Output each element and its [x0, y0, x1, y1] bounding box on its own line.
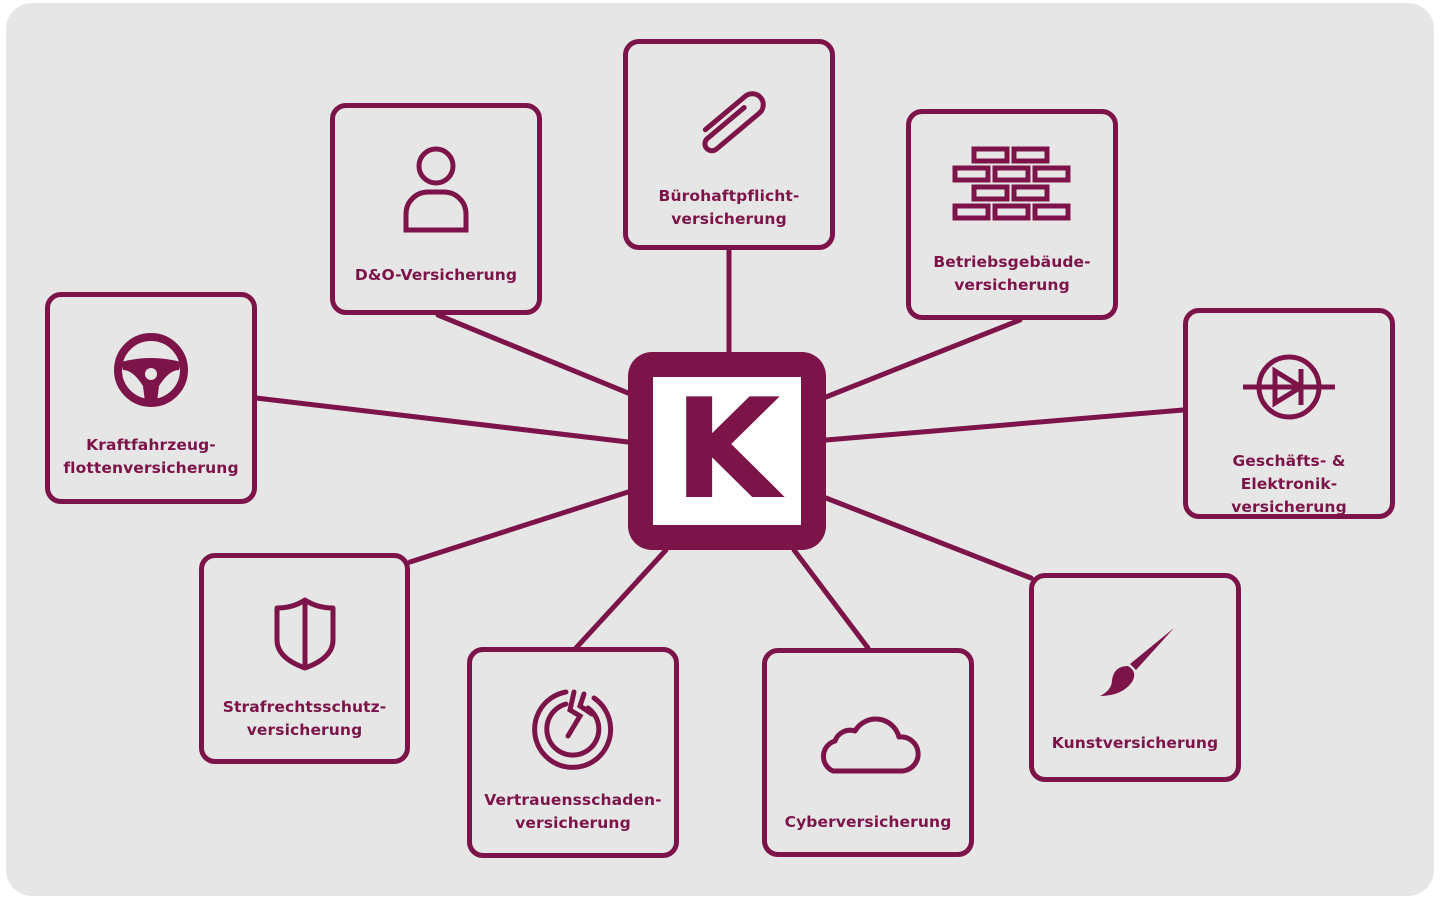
node-label: Cyberversicherung [784, 813, 952, 831]
node-dno[interactable]: D&O-Versicherung [330, 103, 542, 315]
broken-ring-icon [532, 689, 614, 770]
node-vertrauen[interactable]: Vertrauensschaden- versicherung [467, 647, 679, 858]
node-buero[interactable]: Bürohaftpflicht- versicherung [623, 39, 835, 250]
diode-icon [1243, 354, 1335, 420]
node-kfz[interactable]: Kraftfahrzeug- flottenversicherung [45, 292, 257, 504]
link-kfz [253, 395, 631, 445]
link-elektronik [823, 407, 1186, 443]
node-betrieb[interactable]: Betriebsgebäude- versicherung [906, 109, 1118, 320]
node-label: Vertrauensschaden- versicherung [484, 791, 662, 832]
paperclip-icon [702, 91, 766, 154]
hub-logo: K [628, 352, 826, 550]
node-label: Geschäfts- & Elektronik- versicherung [1231, 452, 1347, 516]
paintbrush-icon [1100, 628, 1174, 696]
hub-logo-inner: K [653, 377, 801, 525]
link-kunst [823, 495, 1034, 581]
node-label: Kunstversicherung [1051, 734, 1219, 752]
node-elektronik[interactable]: Geschäfts- & Elektronik- versicherung [1183, 308, 1395, 519]
node-label: D&O-Versicherung [354, 266, 518, 284]
node-straf[interactable]: Strafrechtsschutz- versicherung [199, 553, 410, 764]
brick-wall-icon [952, 146, 1071, 221]
person-icon [403, 146, 469, 233]
link-vertrauen [573, 547, 669, 651]
node-label: Betriebsgebäude- versicherung [933, 253, 1091, 294]
cloud-icon [821, 716, 921, 774]
link-betrieb [823, 317, 1023, 400]
node-label: Bürohaftpflicht- versicherung [658, 187, 800, 228]
steering-wheel-icon [114, 333, 188, 407]
link-cyber [791, 547, 871, 651]
link-straf [407, 489, 631, 565]
node-cyber[interactable]: Cyberversicherung [762, 648, 974, 857]
shield-icon [274, 597, 335, 671]
hub-letter: K [673, 369, 781, 530]
node-label: Kraftfahrzeug- flottenversicherung [63, 436, 239, 477]
node-label: Strafrechtsschutz- versicherung [222, 698, 387, 739]
link-dno [435, 312, 631, 396]
node-kunst[interactable]: Kunstversicherung [1029, 573, 1241, 782]
